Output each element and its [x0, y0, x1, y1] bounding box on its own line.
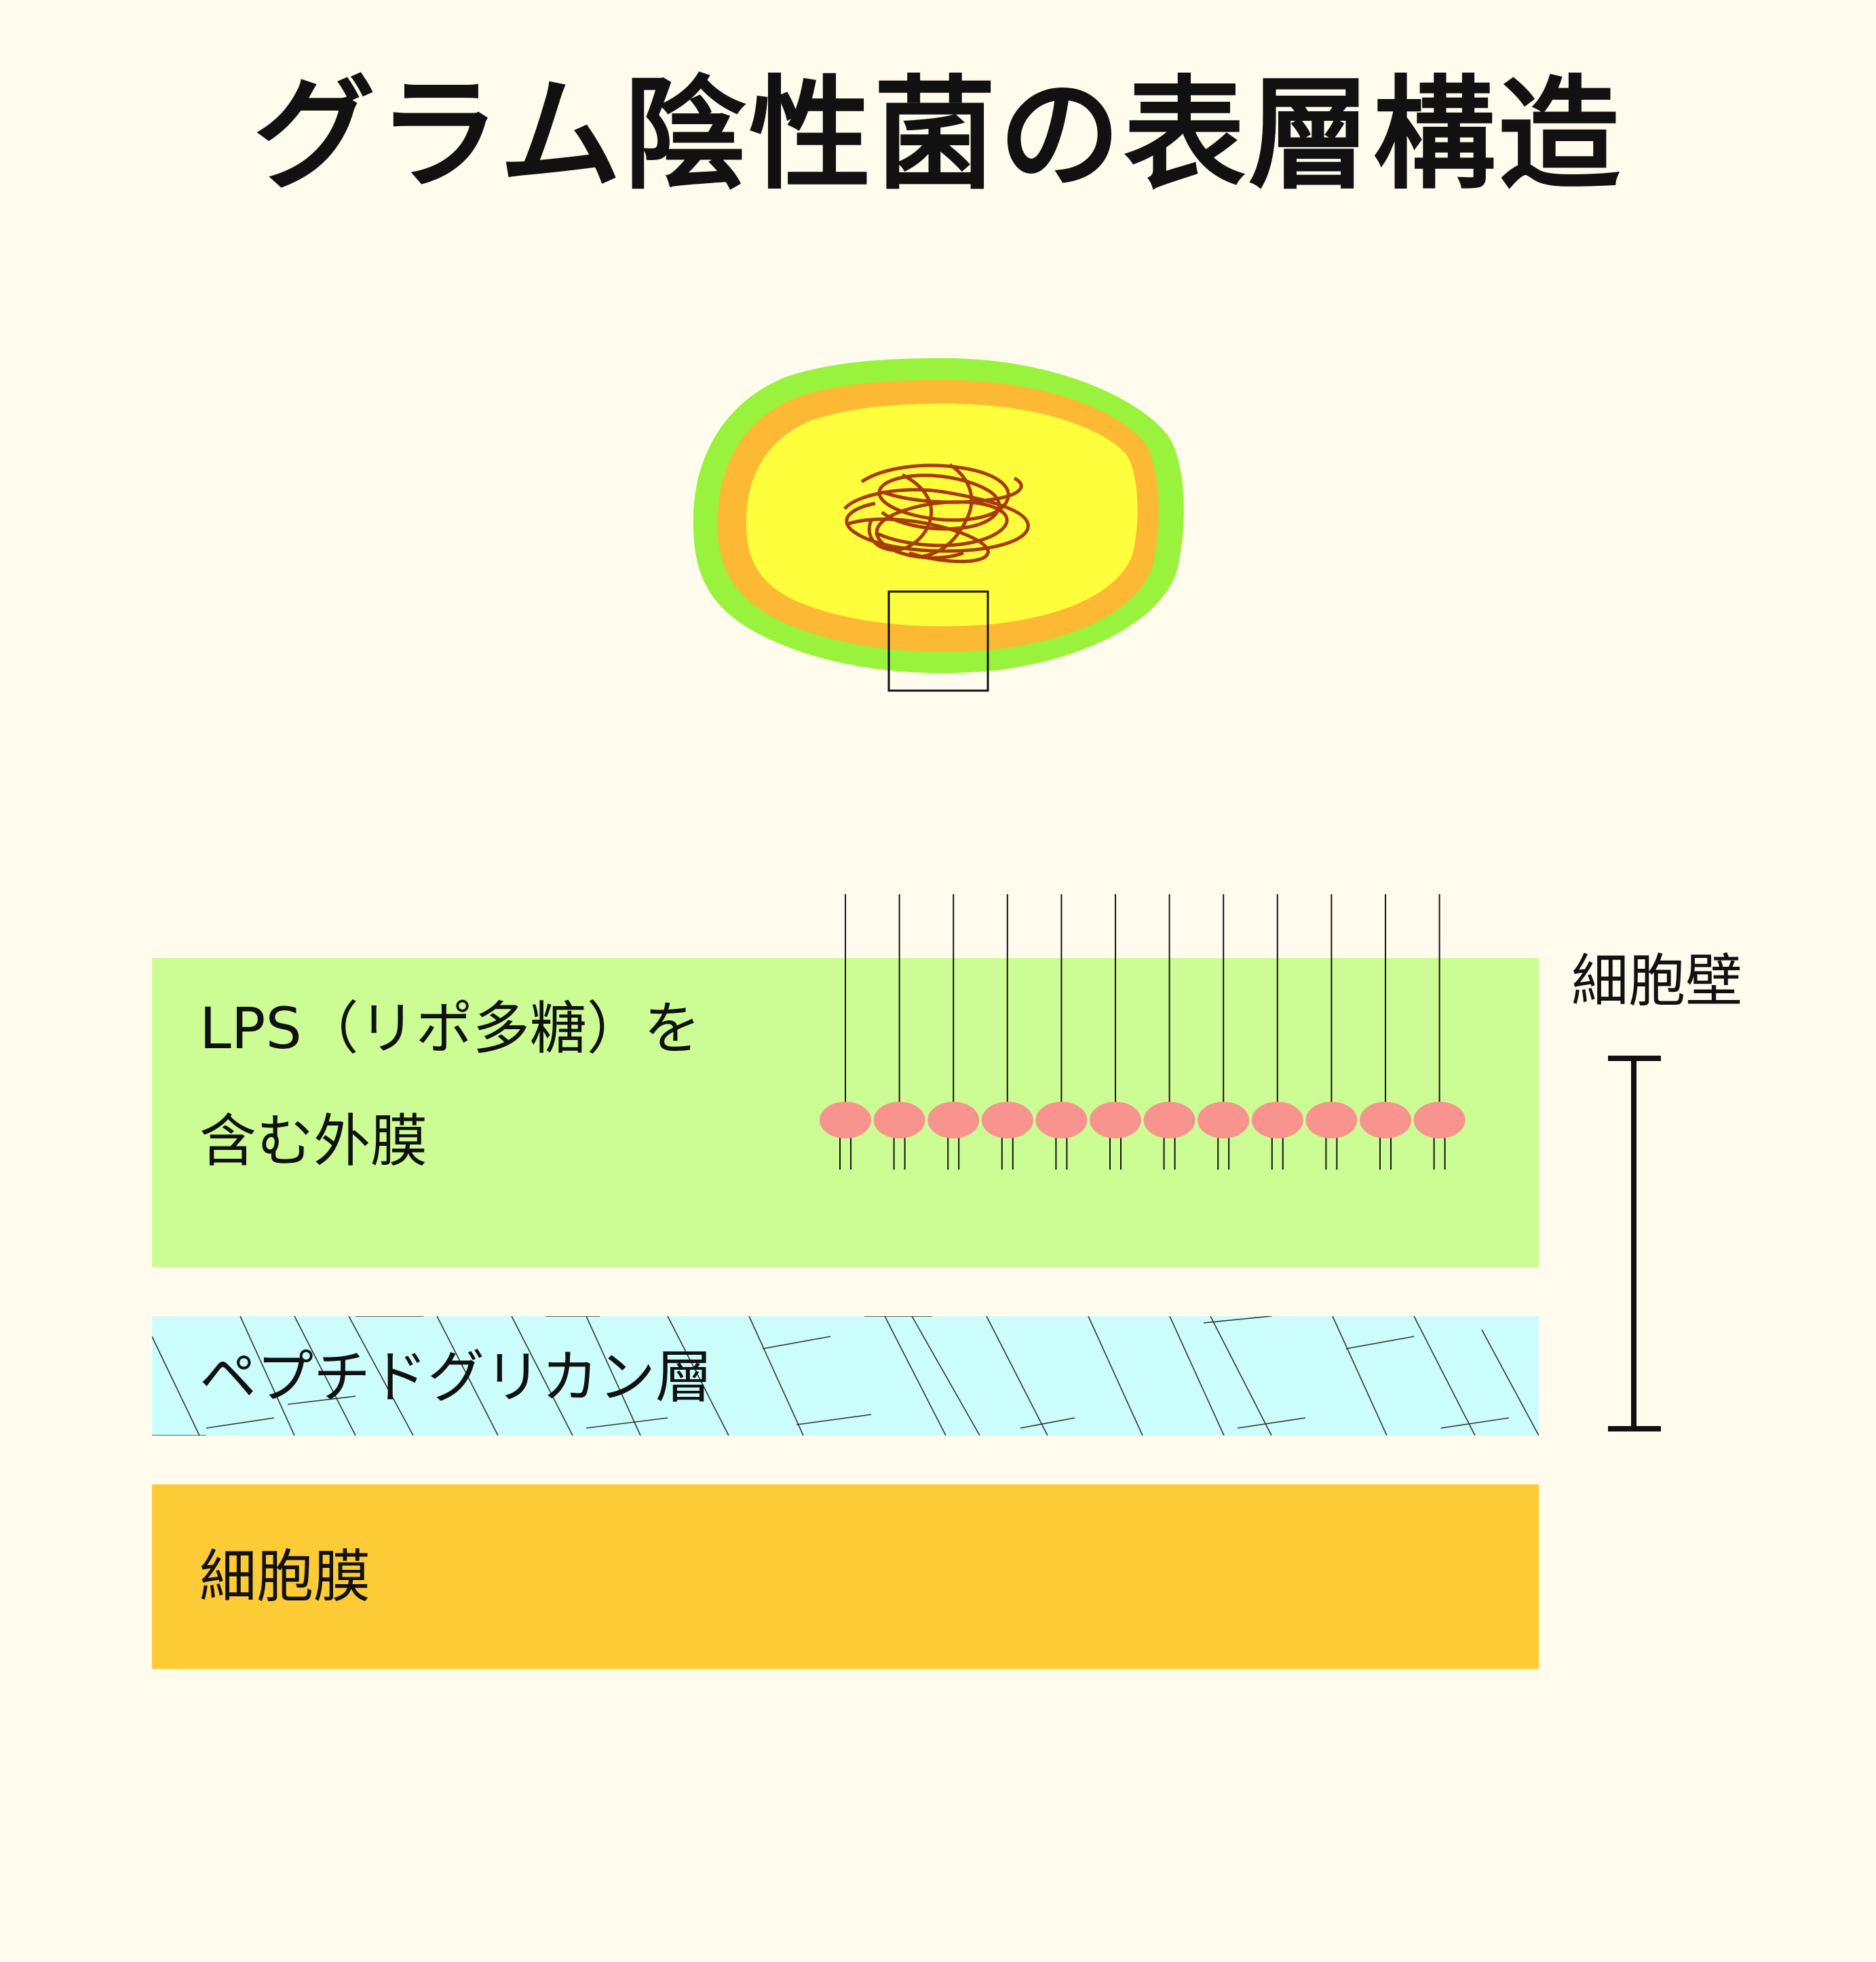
lps-molecule: [1090, 894, 1141, 1170]
lps-head: [1090, 1102, 1141, 1138]
zoom-region-box: [887, 590, 989, 692]
outer-membrane-label-line1: LPS（リポ多糖）を: [199, 995, 701, 1062]
outer-membrane-label-line2: 含む外膜: [199, 1108, 428, 1174]
dna-nucleoid: [843, 463, 1030, 564]
lps-molecule: [820, 894, 871, 1170]
lps-molecule: [1143, 894, 1195, 1170]
peptidoglycan-label: ペプチドグリカン層: [199, 1344, 713, 1410]
lps-molecule: [1198, 894, 1250, 1170]
lps-head: [1198, 1102, 1250, 1138]
lps-molecule: [1413, 894, 1466, 1170]
lps-head: [1413, 1102, 1466, 1138]
lps-head: [1143, 1102, 1195, 1138]
lps-head: [873, 1102, 925, 1138]
lps-head: [820, 1102, 871, 1138]
lps-head: [1305, 1102, 1358, 1138]
lps-molecule: [1360, 894, 1411, 1170]
lps-molecules: [820, 894, 1466, 1170]
peptidoglycan-mesh: [152, 1316, 1539, 1436]
bacterium-cell-illustration: [693, 358, 1184, 692]
lps-molecule: [927, 894, 980, 1170]
lps-molecule: [981, 894, 1033, 1170]
cell-cytoplasm: [746, 404, 1138, 627]
lps-head: [981, 1102, 1033, 1138]
cell-membrane-label: 細胞膜: [199, 1543, 371, 1610]
lps-head: [927, 1102, 980, 1138]
lps-head: [1035, 1102, 1088, 1138]
lps-molecule: [1251, 894, 1303, 1170]
cell-membrane-layer: 細胞膜: [152, 1484, 1539, 1669]
lps-molecule: [873, 894, 925, 1170]
lps-molecule: [1305, 894, 1358, 1170]
lps-molecule: [1035, 894, 1088, 1170]
lps-head: [1360, 1102, 1411, 1138]
lps-head: [1251, 1102, 1303, 1138]
cell-wall-label: 細胞壁: [1571, 948, 1743, 1014]
peptidoglycan-layer: ペプチドグリカン層: [152, 1316, 1539, 1436]
cell-wall-bracket: [1608, 1056, 1661, 1431]
page-title: グラム陰性菌の表層構造: [253, 64, 1623, 206]
